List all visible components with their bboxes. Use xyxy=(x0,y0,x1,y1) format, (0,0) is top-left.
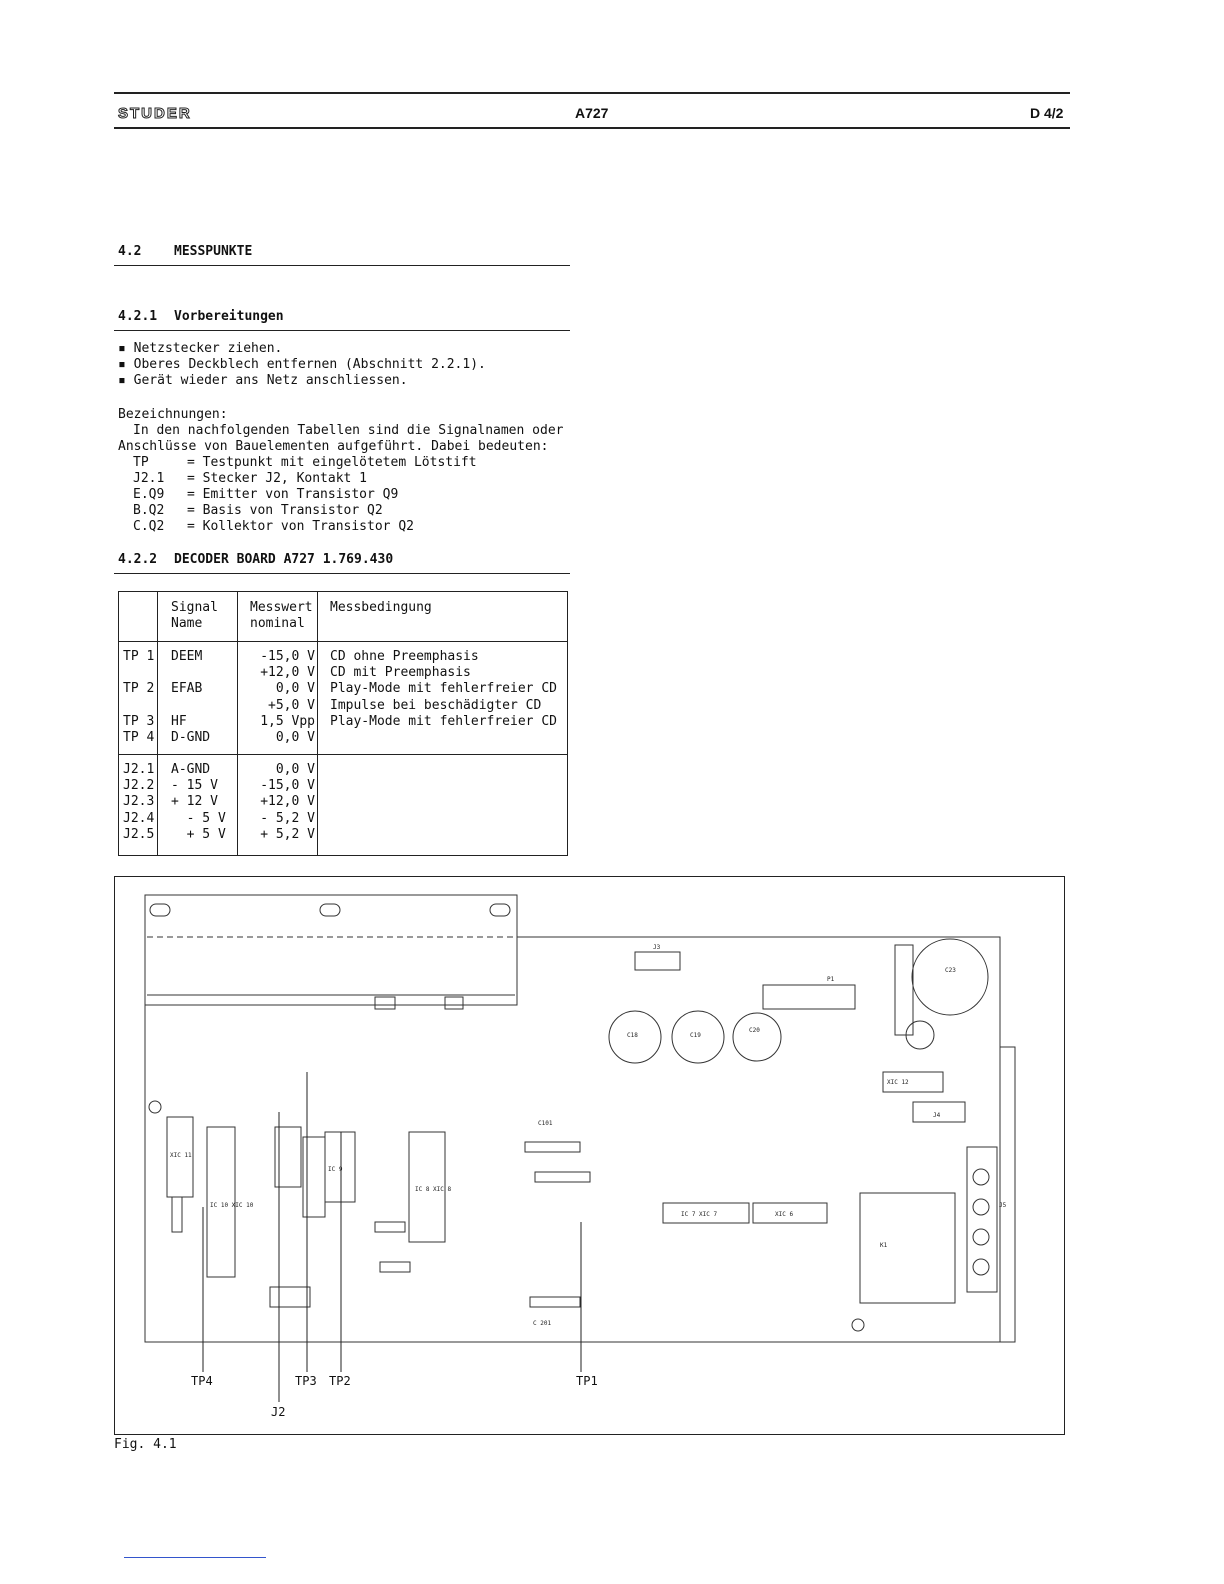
label-ic10: IC 10 XIC 10 xyxy=(210,1202,254,1209)
header-condition: Messbedingung xyxy=(330,600,432,615)
section-42-title: MESSPUNKTE xyxy=(174,244,253,259)
label-ic6: XIC 6 xyxy=(775,1211,793,1218)
label-c23: C23 xyxy=(945,967,956,974)
designation-code: B.Q2 xyxy=(133,503,165,518)
group1-points: TP 1 TP 2 TP 3 TP 4 xyxy=(123,649,155,746)
table-group-divider xyxy=(119,754,567,755)
measurement-table: Signal Name Messwert nominal Messbedingu… xyxy=(118,591,568,856)
table-col-divider xyxy=(157,592,158,855)
callout-tp1: TP1 xyxy=(576,1374,598,1388)
header-signal-name: Signal Name xyxy=(171,600,218,632)
designation-meaning: = Stecker J2, Kontakt 1 xyxy=(187,471,368,486)
callout-j2: J2 xyxy=(271,1405,286,1419)
designation-code: C.Q2 xyxy=(133,519,165,534)
step-text: Gerät wieder ans Netz anschliessen. xyxy=(133,373,408,388)
label-ic7: IC 7 XIC 7 xyxy=(681,1211,718,1218)
footnote-rule xyxy=(124,1557,266,1558)
label-ic12: XIC 12 xyxy=(887,1079,909,1086)
designation-meaning: = Emitter von Transistor Q9 xyxy=(187,487,399,502)
label-j4: J4 xyxy=(933,1112,941,1119)
designation-meaning: = Kollektor von Transistor Q2 xyxy=(187,519,414,534)
step-item: ▪ Netzstecker ziehen. xyxy=(118,341,283,356)
step-item: ▪ Oberes Deckblech entfernen (Abschnitt … xyxy=(118,357,486,372)
step-text: Oberes Deckblech entfernen (Abschnitt 2.… xyxy=(133,357,486,372)
section-42-number: 4.2 xyxy=(118,244,142,259)
designations-intro-2: Anschlüsse von Bauelementen aufgeführt. … xyxy=(118,439,549,454)
label-k1: K1 xyxy=(880,1242,888,1249)
label-ic8: IC 8 XIC 8 xyxy=(415,1186,452,1193)
designation-meaning: = Basis von Transistor Q2 xyxy=(187,503,383,518)
section-422-title: DECODER BOARD A727 1.769.430 xyxy=(174,552,394,567)
table-header-divider xyxy=(119,641,567,642)
table-col-divider xyxy=(317,592,318,855)
step-item: ▪ Gerät wieder ans Netz anschliessen. xyxy=(118,373,408,388)
step-text: Netzstecker ziehen. xyxy=(133,341,283,356)
brand-logo: STUDER xyxy=(118,105,192,123)
designation-meaning: = Testpunkt mit eingelötetem Lötstift xyxy=(187,455,477,470)
pcb-drawing: C23 C18 C19 C20 P1 K1 J3 J4 J5 IC 7 XIC … xyxy=(144,894,1016,1402)
section-42-rule xyxy=(114,265,570,266)
section-422-rule xyxy=(114,573,570,574)
designation-code: TP xyxy=(133,455,149,470)
section-421-title: Vorbereitungen xyxy=(174,309,284,324)
section-421-rule xyxy=(114,330,570,331)
group2-signals: A-GND - 15 V + 12 V - 5 V + 5 V xyxy=(171,762,226,842)
group1-signals: DEEM EFAB HF D-GND xyxy=(171,649,211,746)
page-number: D 4/2 xyxy=(1030,105,1064,121)
label-ic9: IC 9 xyxy=(328,1166,343,1173)
designations-intro-1: In den nachfolgenden Tabellen sind die S… xyxy=(133,423,564,438)
section-422-number: 4.2.2 xyxy=(118,552,158,567)
designation-code: J2.1 xyxy=(133,471,165,486)
table-col-divider xyxy=(237,592,238,855)
pcb-figure: C23 C18 C19 C20 P1 K1 J3 J4 J5 IC 7 XIC … xyxy=(114,876,1065,1435)
section-422-heading: 4.2.2 DECODER BOARD A727 1.769.430 xyxy=(118,552,393,567)
callout-tp3: TP3 xyxy=(295,1374,317,1388)
header-top-rule xyxy=(114,92,1070,94)
label-j3: J3 xyxy=(653,944,661,951)
figure-caption: Fig. 4.1 xyxy=(114,1437,177,1452)
label-c18: C18 xyxy=(627,1032,638,1039)
label-c101: C101 xyxy=(538,1120,553,1127)
label-c19: C19 xyxy=(690,1032,701,1039)
callout-tp4: TP4 xyxy=(191,1374,213,1388)
designations-heading: Bezeichnungen: xyxy=(118,407,228,422)
callout-tp2: TP2 xyxy=(329,1374,351,1388)
label-j5: J5 xyxy=(999,1202,1007,1209)
label-p1: P1 xyxy=(827,976,835,983)
group1-conditions: CD ohne Preemphasis CD mit Preemphasis P… xyxy=(330,649,557,729)
header-measured-value: Messwert nominal xyxy=(250,600,313,632)
designation-code: E.Q9 xyxy=(133,487,165,502)
group2-points: J2.1 J2.2 J2.3 J2.4 J2.5 xyxy=(123,762,155,842)
label-ic11: XIC 11 xyxy=(170,1152,192,1159)
label-c201: C 201 xyxy=(533,1320,551,1327)
header-bottom-rule xyxy=(114,127,1070,129)
group2-values: 0,0 V -15,0 V +12,0 V - 5,2 V + 5,2 V xyxy=(260,762,315,842)
section-421-heading: 4.2.1 Vorbereitungen xyxy=(118,309,284,324)
section-421-number: 4.2.1 xyxy=(118,309,158,324)
model-label: A727 xyxy=(575,105,609,121)
section-42-heading: 4.2 MESSPUNKTE xyxy=(118,244,252,259)
group1-values: -15,0 V +12,0 V 0,0 V +5,0 V 1,5 Vpp 0,0… xyxy=(260,649,315,746)
label-c20: C20 xyxy=(749,1027,760,1034)
